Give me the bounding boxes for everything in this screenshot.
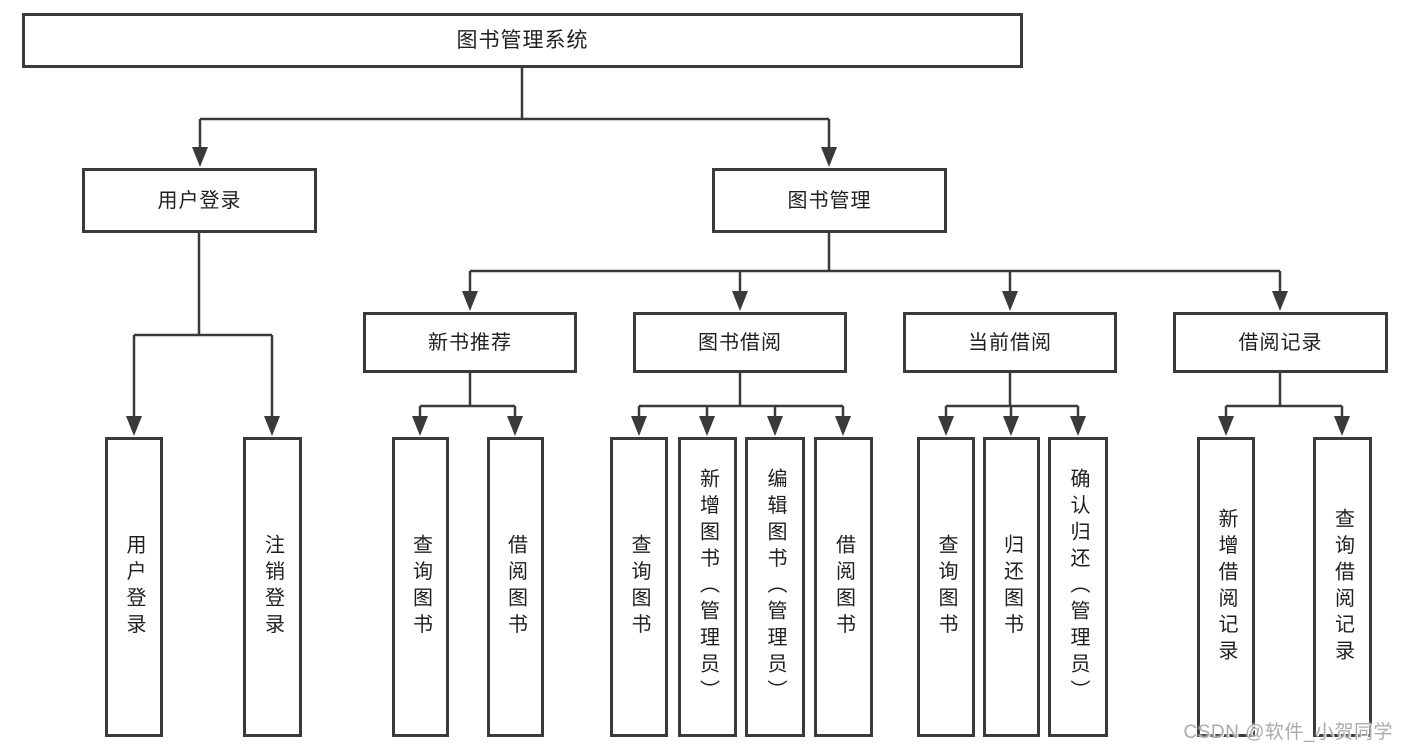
leaf-query-book-recommend-label: 查询图书 bbox=[409, 534, 432, 640]
leaf-borrow-book-recommend-label: 借阅图书 bbox=[504, 534, 527, 640]
leaf-query-book-current-label: 查询图书 bbox=[935, 534, 957, 640]
node-new-book-recommend: 新书推荐 bbox=[363, 312, 577, 373]
connector-user-login bbox=[132, 233, 274, 420]
leaf-logout: 注销登录 bbox=[243, 437, 302, 737]
leaf-return-book-label: 归还图书 bbox=[1000, 534, 1023, 640]
node-current-borrow-label: 当前借阅 bbox=[968, 331, 1052, 354]
node-borrow-record: 借阅记录 bbox=[1173, 312, 1388, 373]
leaf-query-book-recommend: 查询图书 bbox=[392, 437, 449, 737]
connector-borrow-record bbox=[1224, 373, 1344, 420]
node-book-management-label: 图书管理 bbox=[787, 189, 872, 212]
node-current-borrow: 当前借阅 bbox=[903, 312, 1117, 373]
node-user-login-label: 用户登录 bbox=[157, 189, 242, 212]
leaf-query-book-borrow: 查询图书 bbox=[610, 437, 668, 737]
connector-book-mgmt bbox=[468, 233, 1282, 295]
connector-book-borrow bbox=[637, 373, 845, 420]
leaf-user-login-label: 用户登录 bbox=[123, 534, 145, 640]
node-user-login: 用户登录 bbox=[82, 168, 317, 233]
leaf-query-book-current: 查询图书 bbox=[917, 437, 975, 737]
leaf-borrow-book-recommend: 借阅图书 bbox=[487, 437, 544, 737]
leaf-confirm-return-admin-label: 确认归还（管理员） bbox=[1067, 468, 1089, 706]
node-root-label: 图书管理系统 bbox=[456, 29, 589, 52]
leaf-borrow-book-label: 借阅图书 bbox=[832, 534, 855, 640]
leaf-query-borrow-record-label: 查询借阅记录 bbox=[1331, 507, 1354, 667]
leaf-query-book-borrow-label: 查询图书 bbox=[628, 534, 650, 640]
leaf-add-borrow-record-label: 新增借阅记录 bbox=[1215, 507, 1237, 667]
node-book-management: 图书管理 bbox=[712, 168, 947, 233]
leaf-edit-book-admin-label: 编辑图书（管理员） bbox=[764, 468, 786, 706]
leaf-user-login: 用户登录 bbox=[105, 437, 163, 737]
leaf-confirm-return-admin: 确认归还（管理员） bbox=[1048, 437, 1108, 737]
node-root: 图书管理系统 bbox=[22, 13, 1023, 68]
connector-new-book bbox=[418, 373, 517, 420]
watermark: CSDN @软件_小贺同学 bbox=[1183, 722, 1393, 743]
leaf-add-book-admin: 新增图书（管理员） bbox=[678, 437, 737, 737]
leaf-query-borrow-record: 查询借阅记录 bbox=[1313, 437, 1372, 737]
node-book-borrow: 图书借阅 bbox=[633, 312, 847, 373]
leaf-logout-label: 注销登录 bbox=[261, 534, 284, 640]
leaf-borrow-book: 借阅图书 bbox=[814, 437, 873, 737]
node-borrow-record-label: 借阅记录 bbox=[1238, 331, 1323, 354]
leaf-return-book: 归还图书 bbox=[983, 437, 1040, 737]
connector-current-borrow bbox=[944, 373, 1080, 420]
leaf-add-borrow-record: 新增借阅记录 bbox=[1197, 437, 1255, 737]
arrowheads bbox=[126, 147, 1350, 436]
leaf-edit-book-admin: 编辑图书（管理员） bbox=[745, 437, 805, 737]
node-new-book-recommend-label: 新书推荐 bbox=[428, 331, 512, 354]
node-book-borrow-label: 图书借阅 bbox=[698, 331, 782, 354]
connector-root bbox=[198, 68, 831, 152]
leaf-add-book-admin-label: 新增图书（管理员） bbox=[696, 468, 719, 706]
